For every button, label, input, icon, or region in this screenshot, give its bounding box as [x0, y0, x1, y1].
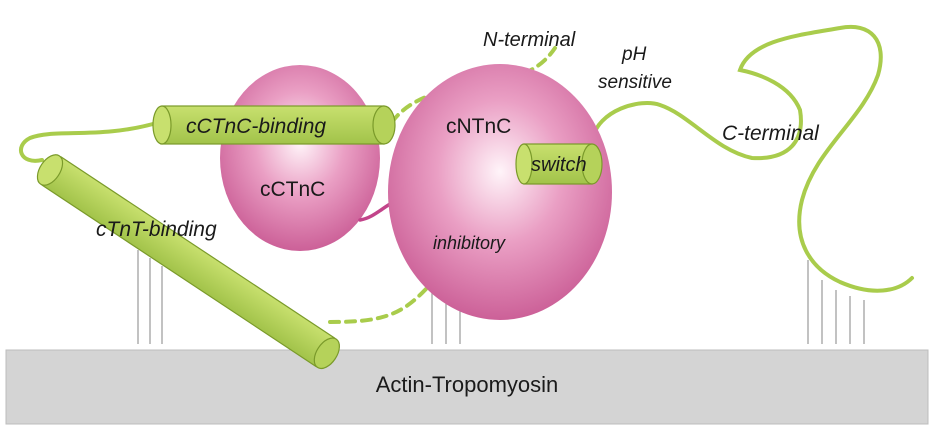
- left-linker: [19, 120, 162, 163]
- actin-tropomyosin-bar: [5, 349, 929, 425]
- ctnt-binding-label: cTnT-binding: [96, 218, 217, 241]
- n-terminal-label: N-terminal: [483, 29, 576, 51]
- ph-sensitive-label-line1: pH: [621, 44, 647, 65]
- switch-helix: [515, 143, 603, 185]
- cctnc-domain: [220, 65, 380, 251]
- cctnc-binding-label: cCTnC-binding: [186, 115, 326, 138]
- c-terminal-chain: [590, 24, 914, 293]
- domain-linker: [358, 202, 392, 222]
- actin-tropomyosin-label: Actin-Tropomyosin: [376, 372, 559, 397]
- c-terminal-ticks: [807, 260, 865, 344]
- cntnc-label: cNTnC: [446, 115, 511, 138]
- switch-label: switch: [531, 154, 587, 176]
- ctnt-binding-helix: [36, 154, 341, 370]
- c-terminal-label: C-terminal: [722, 122, 820, 145]
- cntnc-domain: [388, 64, 612, 320]
- ctnt-binding-ticks: [137, 250, 163, 344]
- cctnc-label: cCTnC: [260, 178, 325, 201]
- inhibitory-label: inhibitory: [433, 233, 506, 253]
- ph-sensitive-label-line2: sensitive: [598, 72, 672, 93]
- cctnc-binding-helix: [152, 105, 396, 145]
